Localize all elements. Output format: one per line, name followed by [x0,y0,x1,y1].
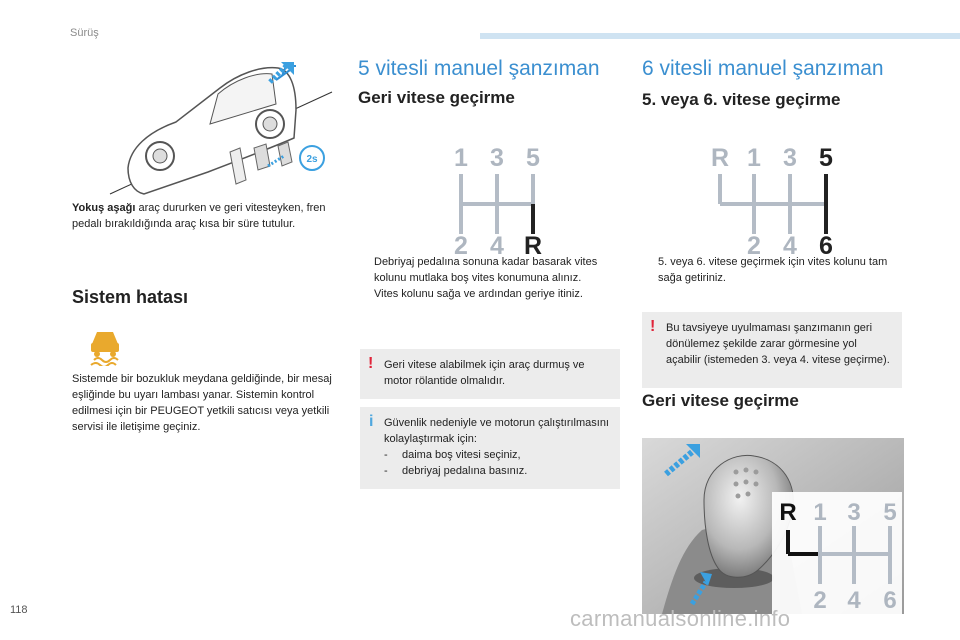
gear-5: 5 [526,144,540,172]
gear-2: 2 [454,232,468,260]
bullet-icon [360,254,374,286]
gear-3: 3 [490,144,504,172]
gear-6: 6 [819,232,833,260]
six-speed-instructions: 5. veya 6. vitese geçirmek için vites ko… [644,254,906,286]
reverse-warning-text: Geri vitese alabilmek için araç durmuş v… [384,359,585,387]
gear-4: 4 [490,232,504,260]
five-speed-instructions: Debriyaj pedalına sonuna kadar basarak v… [360,254,622,302]
photo-gear-3: 3 [847,499,860,526]
list-item: -daima boş vitesi seçiniz, [384,449,521,461]
timer-badge-label: 2s [306,154,318,165]
header-bar [480,33,960,39]
six-speed-reverse-heading: Geri vitese geçirme [642,391,799,410]
five-speed-gear-pattern: 1 3 5 2 4 R [454,144,542,260]
warning-lamp-icon [90,332,119,366]
safety-info-intro: Güvenlik nedeniyle ve motorun çalıştırıl… [384,417,609,445]
info-icon: i [369,413,374,430]
six-speed-gear-pattern: R 1 3 5 2 4 6 [711,144,833,260]
gear-1: 1 [454,144,468,172]
warning-icon: ! [650,318,656,335]
photo-gear-5: 5 [883,499,896,526]
six-speed-title: 6 vitesli manuel şanzıman [642,57,884,80]
gear-reverse: R [524,232,542,260]
bullet-icon [360,286,374,302]
gear-2: 2 [747,232,761,260]
list-item: Vites kolunu sağa ve ardından geriye iti… [360,286,622,302]
safety-info-box: i Güvenlik nedeniyle ve motorun çalıştır… [360,407,620,489]
list-item: Debriyaj pedalına sonuna kadar basarak v… [360,254,622,286]
downhill-car-illustration: 2s [109,62,333,195]
five-speed-reverse-heading: Geri vitese geçirme [358,88,515,107]
gear-knob-photo: R 1 3 5 2 4 6 [642,438,904,614]
photo-gear-2: 2 [813,587,826,614]
gear-1: 1 [747,144,761,172]
warning-icon: ! [368,355,374,372]
photo-gear-1: 1 [813,499,826,526]
six-speed-warning-text: Bu tavsiyeye uyulmaması şanzımanın geri … [666,322,890,366]
section-label: Sürüş [70,27,99,39]
watermark: carmanualsonline.info [570,606,791,631]
gear-4: 4 [783,232,797,260]
bullet-icon [644,254,658,286]
photo-gear-6: 6 [883,587,896,614]
downhill-text: araç dururken ve geri vitesteyken, fren … [72,202,326,230]
photo-gear-reverse: R [779,499,796,526]
downhill-bold: Yokuş aşağı [72,202,136,214]
gear-reverse: R [711,144,729,172]
page-number: 118 [10,604,28,616]
photo-gear-4: 4 [847,587,861,614]
gear-3: 3 [783,144,797,172]
downhill-paragraph: Yokuş aşağı araç dururken ve geri vitest… [72,200,342,232]
fault-paragraph: Sistemde bir bozukluk meydana geldiğinde… [72,373,332,433]
six-speed-warning-box: ! Bu tavsiyeye uyulmaması şanzımanın ger… [642,312,902,388]
five-speed-title: 5 vitesli manuel şanzıman [358,57,600,80]
list-item: 5. veya 6. vitese geçirmek için vites ko… [644,254,906,286]
gear-5: 5 [819,144,833,172]
reverse-warning-box: ! Geri vitese alabilmek için araç durmuş… [360,349,620,399]
list-item: -debriyaj pedalına basınız. [384,465,528,477]
six-speed-heading: 5. veya 6. vitese geçirme [642,90,841,109]
fault-heading: Sistem hatası [72,287,189,307]
